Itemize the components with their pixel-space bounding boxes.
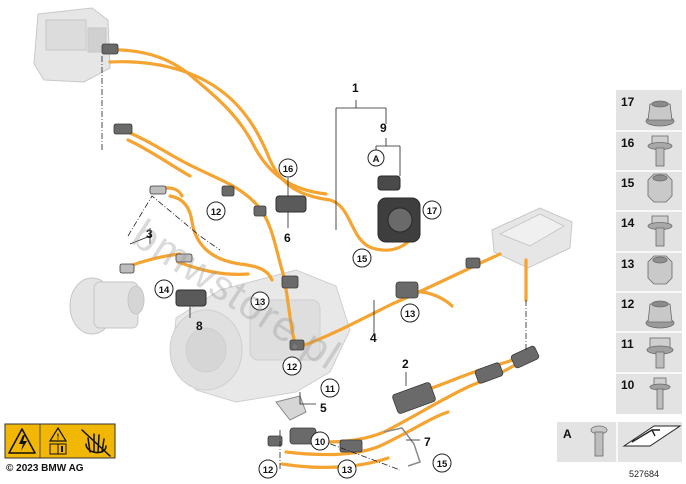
callout-5: 5 bbox=[320, 401, 327, 415]
callout-labels: 1 2 3 4 5 6 7 8 9 bbox=[146, 81, 431, 449]
callout-4: 4 bbox=[370, 331, 377, 345]
detail-a-marker: A bbox=[373, 154, 380, 165]
ref-10: 10 bbox=[315, 437, 326, 448]
hex-nut-icon bbox=[647, 173, 673, 203]
circled-text: A 16 17 12 15 14 13 13 12 11 10 12 13 15 bbox=[159, 154, 448, 476]
parts-list-panel bbox=[616, 90, 682, 414]
ref-15: 15 bbox=[437, 459, 448, 470]
parts-list-icons bbox=[645, 100, 675, 410]
detail-a-label: A bbox=[563, 427, 572, 441]
flange-bolt-icon bbox=[647, 215, 673, 247]
parts-list-item-16: 16 bbox=[621, 136, 635, 150]
leader-lines bbox=[101, 56, 527, 471]
parts-list-item-11: 11 bbox=[621, 337, 634, 351]
flange-bolt-icon bbox=[647, 135, 673, 167]
hv-warning-label: ! bbox=[4, 423, 116, 459]
manual-book-icon bbox=[49, 443, 67, 455]
bracket-7 bbox=[383, 427, 421, 467]
copyright-notice: © 2023 BMW AG bbox=[6, 463, 84, 474]
ref-12: 12 bbox=[263, 465, 274, 476]
hex-nut-icon bbox=[647, 255, 673, 285]
callout-8: 8 bbox=[196, 319, 203, 333]
circled-labels bbox=[154, 149, 452, 479]
arrow-plate-icon bbox=[622, 425, 682, 447]
callout-7: 7 bbox=[424, 435, 431, 449]
callout-2: 2 bbox=[402, 357, 409, 371]
parts-list-item-15: 15 bbox=[621, 176, 635, 190]
ref-11: 11 bbox=[325, 384, 336, 395]
ref-16: 16 bbox=[283, 164, 294, 175]
svg-text:!: ! bbox=[57, 433, 60, 442]
transmission-housing bbox=[169, 269, 351, 403]
high-voltage-warning-icon bbox=[8, 428, 36, 454]
callout-1: 1 bbox=[352, 81, 359, 95]
ref-17: 17 bbox=[427, 206, 438, 217]
parts-list-item-14: 14 bbox=[621, 216, 635, 230]
ref-12: 12 bbox=[211, 207, 222, 218]
ref-14: 14 bbox=[159, 285, 170, 296]
ref-15: 15 bbox=[357, 254, 368, 265]
ac-compressor bbox=[69, 277, 145, 335]
torx-bolt-icon bbox=[590, 425, 608, 457]
parts-list-numbers: 17 16 15 14 13 12 11 10 bbox=[621, 95, 635, 392]
ref-13: 13 bbox=[405, 309, 416, 320]
charging-socket-9 bbox=[377, 175, 421, 243]
parts-list-item-10: 10 bbox=[621, 378, 635, 392]
holder-6 bbox=[275, 195, 307, 213]
callout-3: 3 bbox=[146, 227, 153, 241]
parts-list-item-12: 12 bbox=[621, 297, 635, 311]
ref-12: 12 bbox=[287, 362, 298, 373]
callout-9: 9 bbox=[380, 121, 387, 135]
flange-nut-icon bbox=[645, 300, 675, 329]
holder-8 bbox=[175, 289, 207, 307]
bracket-5 bbox=[275, 395, 307, 421]
no-touch-hand-icon bbox=[81, 429, 111, 457]
flange-nut-icon bbox=[645, 100, 675, 127]
parts-list-item-17: 17 bbox=[621, 95, 635, 109]
callout-6: 6 bbox=[284, 231, 291, 245]
ref-13: 13 bbox=[255, 297, 266, 308]
parts-list-item-13: 13 bbox=[621, 257, 635, 271]
document-number: 527684 bbox=[629, 469, 660, 479]
stud-bolt-icon bbox=[649, 377, 671, 410]
charging-control-unit bbox=[491, 207, 573, 269]
collar-bolt-icon bbox=[646, 337, 674, 369]
detail-a-box: A bbox=[557, 422, 682, 462]
ref-13: 13 bbox=[342, 465, 353, 476]
cable-connectors bbox=[101, 43, 540, 453]
caution-triangle-icon: ! bbox=[48, 426, 68, 442]
electric-motor-unit bbox=[33, 7, 111, 83]
